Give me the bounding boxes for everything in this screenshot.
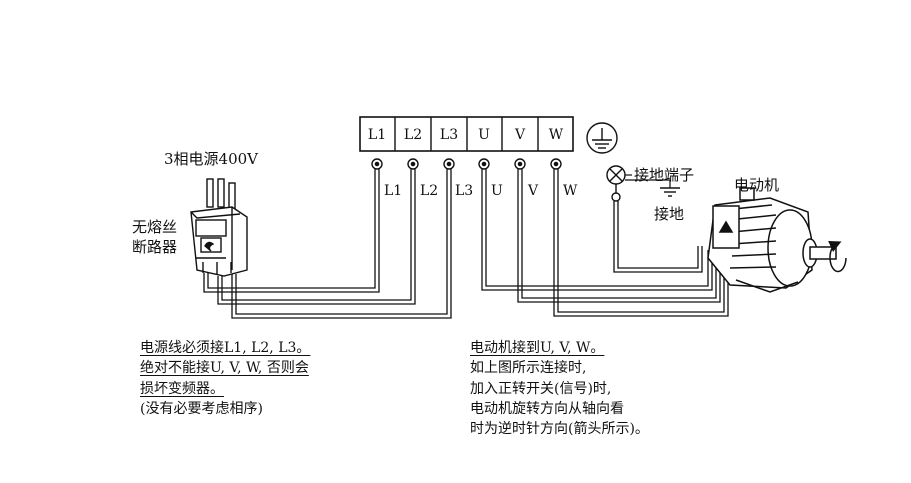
motor-label: 电动机 bbox=[734, 176, 780, 194]
left-note-line-3: 损坏变频器。 bbox=[140, 380, 224, 397]
terminal-label-l2: L2 bbox=[404, 127, 422, 143]
wire-label-u: U bbox=[491, 183, 503, 199]
wire-label-l2: L2 bbox=[420, 183, 438, 199]
right-note-line-3: 加入正转开关(信号)时, bbox=[470, 380, 612, 397]
terminal-label-v: V bbox=[514, 127, 526, 143]
output-wires bbox=[481, 168, 729, 317]
right-note-line-5: 时为逆时针方向(箭头所示)。 bbox=[470, 421, 649, 438]
left-note: 电源线必须接L1, L2, L3。 绝对不能接U, V, W, 否则会 损坏变频… bbox=[140, 338, 310, 419]
wire-label-l1: L1 bbox=[384, 183, 402, 199]
breaker-label-line1: 无熔丝 bbox=[132, 218, 178, 236]
ground-terminal-label: 接地端子 bbox=[634, 166, 695, 184]
right-note-line-1: 电动机接到U, V, W。 bbox=[470, 340, 605, 356]
input-wires bbox=[203, 168, 452, 319]
power-supply-label: 3相电源400V bbox=[164, 150, 259, 168]
motor-icon bbox=[707, 187, 847, 293]
terminal-block: L1 L2 L3 U V W bbox=[359, 116, 574, 152]
wire-label-v: V bbox=[527, 183, 539, 199]
left-note-line-2: 绝对不能接U, V, W, 否则会 bbox=[140, 360, 309, 377]
screw-terminals bbox=[371, 158, 562, 170]
right-note: 电动机接到U, V, W。 如上图所示连接时, 加入正转开关(信号)时, 电动机… bbox=[470, 338, 649, 439]
left-note-line-1: 电源线必须接L1, L2, L3。 bbox=[140, 340, 311, 356]
right-note-line-4: 电动机旋转方向从轴向看 bbox=[470, 400, 624, 417]
earth-ground-icon bbox=[660, 187, 680, 197]
terminal-label-l1: L1 bbox=[368, 127, 386, 143]
ground-icon bbox=[586, 122, 618, 154]
breaker-icon bbox=[190, 178, 248, 277]
right-note-line-2: 如上图所示连接时, bbox=[470, 360, 587, 377]
left-note-line-4: (没有必要考虑相序) bbox=[140, 400, 263, 417]
breaker-label-line2: 断路器 bbox=[132, 238, 178, 256]
ground-label: 接地 bbox=[654, 205, 685, 223]
wire-label-w: W bbox=[563, 183, 578, 199]
ground-terminal-icon bbox=[606, 165, 626, 185]
terminal-label-l3: L3 bbox=[440, 127, 458, 143]
terminal-label-w: W bbox=[549, 127, 564, 143]
wire-label-l3: L3 bbox=[455, 183, 473, 199]
terminal-label-u: U bbox=[478, 127, 490, 143]
